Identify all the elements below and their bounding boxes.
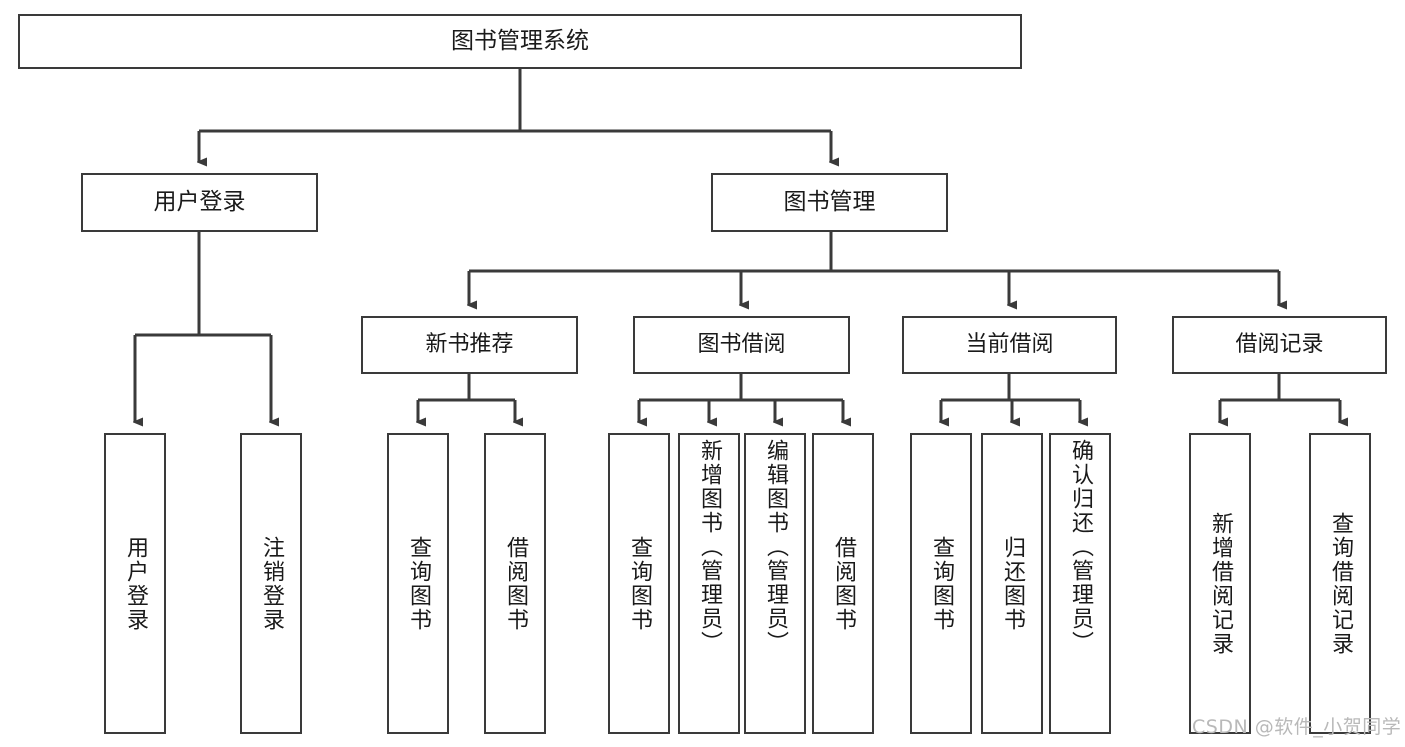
leaf-user-login-label: 用户登录: [123, 535, 148, 632]
leaf-query-books-current-label: 查询图书: [929, 535, 954, 632]
node-root[interactable]: 图书管理系统: [18, 14, 1022, 69]
leaf-return-books-label: 归还图书: [1000, 535, 1025, 632]
leaf-add-book-admin-label: 新增图书（管理员）: [697, 439, 722, 655]
node-root-label: 图书管理系统: [451, 27, 589, 54]
leaf-add-borrow-record[interactable]: 新增借阅记录: [1189, 433, 1251, 734]
leaf-borrow-books[interactable]: 借阅图书: [812, 433, 874, 734]
leaf-query-books-recommend-label: 查询图书: [406, 535, 431, 632]
leaf-user-login[interactable]: 用户登录: [104, 433, 166, 734]
leaf-query-books-borrow-label: 查询图书: [627, 535, 652, 632]
leaf-confirm-return-admin-label: 确认归还（管理员）: [1068, 439, 1093, 655]
leaf-query-borrow-record-label: 查询借阅记录: [1328, 511, 1353, 656]
leaf-query-borrow-record[interactable]: 查询借阅记录: [1309, 433, 1371, 734]
node-book-borrow[interactable]: 图书借阅: [633, 316, 850, 374]
node-borrow-records-label: 借阅记录: [1235, 332, 1324, 358]
node-new-book-recommend-label: 新书推荐: [425, 332, 514, 358]
leaf-edit-book-admin-label: 编辑图书（管理员）: [763, 439, 788, 655]
leaf-borrow-books-recommend[interactable]: 借阅图书: [484, 433, 546, 734]
node-book-management-label: 图书管理: [783, 188, 876, 215]
leaf-confirm-return-admin[interactable]: 确认归还（管理员）: [1049, 433, 1111, 734]
leaf-edit-book-admin[interactable]: 编辑图书（管理员）: [744, 433, 806, 734]
node-user-login-label: 用户登录: [153, 188, 246, 215]
leaf-return-books[interactable]: 归还图书: [981, 433, 1043, 734]
leaf-add-borrow-record-label: 新增借阅记录: [1208, 511, 1233, 656]
node-current-borrow-label: 当前借阅: [965, 332, 1054, 358]
node-new-book-recommend[interactable]: 新书推荐: [361, 316, 578, 374]
leaf-add-book-admin[interactable]: 新增图书（管理员）: [678, 433, 740, 734]
watermark: CSDN @软件_小贺同学: [1192, 716, 1402, 738]
node-current-borrow[interactable]: 当前借阅: [902, 316, 1117, 374]
leaf-borrow-books-recommend-label: 借阅图书: [503, 535, 528, 632]
leaf-logout-label: 注销登录: [259, 535, 284, 632]
leaf-query-books-current[interactable]: 查询图书: [910, 433, 972, 734]
leaf-query-books-recommend[interactable]: 查询图书: [387, 433, 449, 734]
node-borrow-records[interactable]: 借阅记录: [1172, 316, 1387, 374]
node-book-borrow-label: 图书借阅: [697, 332, 786, 358]
node-book-management[interactable]: 图书管理: [711, 173, 948, 232]
leaf-borrow-books-label: 借阅图书: [831, 535, 856, 632]
leaf-logout[interactable]: 注销登录: [240, 433, 302, 734]
node-user-login[interactable]: 用户登录: [81, 173, 318, 232]
leaf-query-books-borrow[interactable]: 查询图书: [608, 433, 670, 734]
